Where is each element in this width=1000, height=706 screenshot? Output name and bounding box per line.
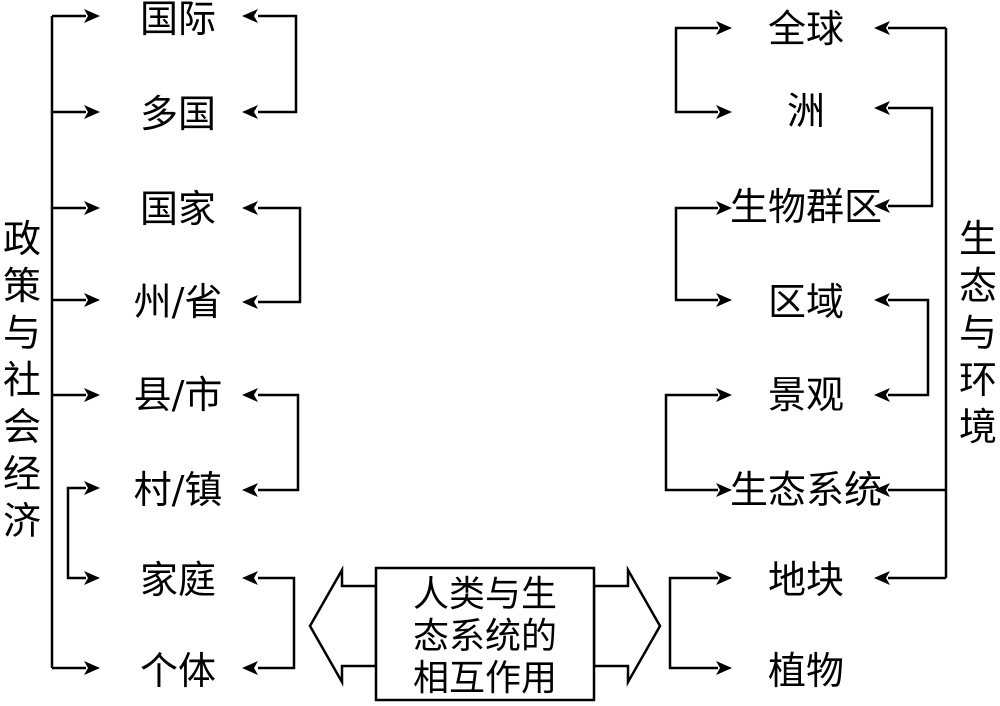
right-level-landscape: 景观: [768, 373, 844, 417]
left-axis-char-3: 社: [3, 358, 41, 402]
left-link-county-village: [242, 388, 300, 497]
right-link-global-continent: [674, 21, 732, 119]
left-axis-char-5: 经: [3, 452, 41, 496]
right-axis-char-3: 环: [959, 358, 997, 402]
right-level-patch: 地块: [768, 558, 844, 602]
right-level-continent: 洲: [787, 89, 825, 133]
right-link-continent-biome: [874, 101, 934, 213]
left-level-village-town: 村/镇: [134, 468, 223, 512]
right-level-ecosystem: 生态系统: [730, 468, 882, 512]
center-box-line-1: 人类与生: [413, 574, 557, 615]
left-axis-char-1: 策: [3, 264, 41, 308]
left-level-county-city: 县/市: [134, 373, 223, 417]
right-axis-char-0: 生: [959, 217, 997, 261]
center-right-hollow-arrow: [592, 565, 662, 687]
left-level-national: 国家: [140, 187, 216, 231]
right-branches: [874, 21, 946, 585]
left-axis-char-0: 政: [3, 217, 41, 261]
right-link-region-landscape: [874, 293, 930, 402]
center-box-line-2: 态系统的: [413, 616, 557, 657]
left-axis-char-4: 会: [3, 405, 41, 449]
center-box-line-3: 相互作用: [413, 658, 557, 699]
left-link-household-individual: [242, 571, 296, 675]
right-level-plant: 植物: [768, 649, 844, 693]
right-link-landscape-ecosystem: [664, 388, 732, 497]
right-level-biome: 生物群区: [730, 185, 882, 229]
left-level-household: 家庭: [140, 558, 216, 602]
left-level-individual: 个体: [140, 649, 216, 693]
left-link-international-multinational: [242, 9, 298, 119]
right-axis-label: 生 态 与 环 境: [959, 217, 997, 449]
left-link-national-province: [242, 201, 302, 309]
right-link-biome-region: [674, 201, 732, 307]
right-axis-char-4: 境: [959, 405, 997, 449]
right-axis-char-2: 与: [959, 311, 997, 355]
right-axis-char-1: 态: [959, 264, 997, 308]
center-box: [374, 566, 596, 702]
left-level-international: 国际: [140, 0, 216, 41]
left-link-village-household: [66, 481, 100, 585]
left-axis-char-2: 与: [3, 311, 41, 355]
left-level-state-province: 州/省: [134, 280, 223, 324]
right-level-region: 区域: [768, 280, 844, 324]
left-axis-label: 政 策 与 社 会 经 济: [3, 217, 41, 543]
left-branches: [52, 9, 100, 675]
left-level-multinational: 多国: [140, 92, 216, 136]
left-axis-char-6: 济: [3, 499, 41, 543]
center-left-hollow-arrow: [308, 565, 378, 687]
right-level-global: 全球: [768, 7, 844, 51]
right-link-patch-plant: [668, 571, 732, 675]
